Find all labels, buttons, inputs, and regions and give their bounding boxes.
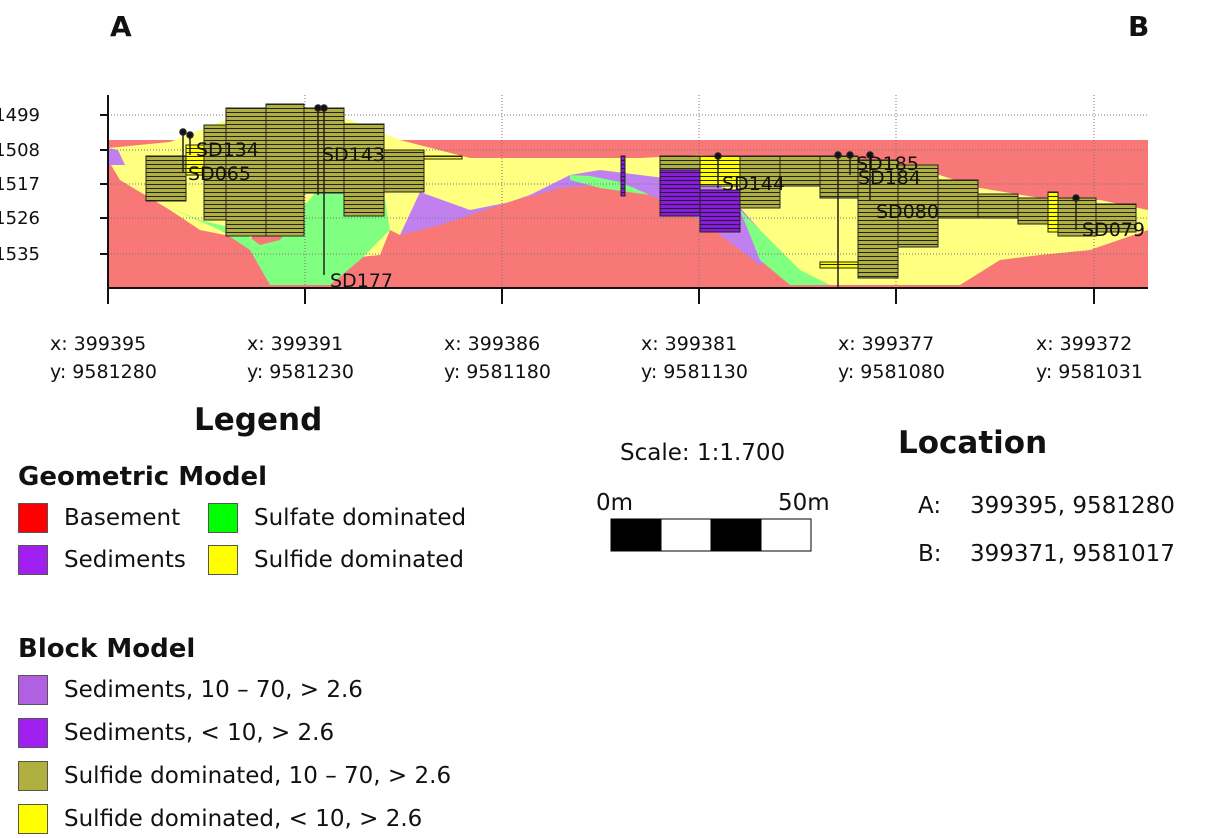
- scale-bar: [610, 518, 812, 552]
- legend-title: Legend: [194, 402, 323, 438]
- section-start-label: A: [110, 10, 132, 43]
- sediment-unit-edge: [108, 148, 125, 165]
- legend-item-block: Sulfide dominated, < 10, > 2.6: [18, 804, 422, 834]
- scale-end-label: 50m: [778, 490, 830, 516]
- sulfate-unit-3: [740, 210, 830, 285]
- coordinate-tick: x: 399391 y: 9581230: [247, 330, 354, 386]
- section-end-label: B: [1128, 10, 1150, 43]
- legend-item-sediments: Sediments: [18, 545, 186, 575]
- coordinate-tick: x: 399381 y: 9581130: [641, 330, 748, 386]
- block-model: [145, 103, 1137, 279]
- legend-item-block: Sediments, < 10, > 2.6: [18, 718, 334, 748]
- coordinate-tick-x: x: 399381: [641, 333, 738, 355]
- coordinate-tick-y: y: 9581230: [247, 361, 354, 383]
- coordinate-tick-y: y: 9581180: [444, 361, 551, 383]
- drillhole-label-sd080: SD080: [876, 201, 939, 223]
- sulfide-swatch: [208, 545, 238, 575]
- legend-item-label: Sulfide dominated: [254, 547, 465, 573]
- legend-item-label: Sulfide dominated, < 10, > 2.6: [64, 806, 423, 832]
- coordinate-tick-x: x: 399395: [50, 333, 147, 355]
- drillhole-traces: [179, 104, 1080, 288]
- cross-section-diagram: SD134 SD065 SD143 SD177 SD144 SD185 SD18…: [0, 95, 1148, 304]
- location-title: Location: [898, 425, 1048, 461]
- coordinate-tick-y: y: 9581130: [641, 361, 748, 383]
- sulfate-unit: [170, 188, 390, 285]
- sediments-swatch: [18, 545, 48, 575]
- legend-item-block: Sulfide dominated, 10 – 70, > 2.6: [18, 761, 451, 791]
- drillhole-label-sd134: SD134: [196, 139, 259, 161]
- elevation-tick: -1517: [0, 174, 40, 195]
- legend-item-block: Sediments, 10 – 70, > 2.6: [18, 675, 363, 705]
- sulfate-swatch: [208, 503, 238, 533]
- location-key: B:: [918, 541, 942, 567]
- legend-item-label: Sulfide dominated, 10 – 70, > 2.6: [64, 763, 452, 789]
- legend-item-label: Sediments: [64, 547, 186, 573]
- axes: [100, 95, 1148, 304]
- coordinate-tick-x: x: 399372: [1036, 333, 1133, 355]
- legend-item-sulfide: Sulfide dominated: [208, 545, 464, 575]
- drillhole-label-sd065: SD065: [188, 163, 251, 185]
- sulfate-unit-2: [570, 175, 650, 195]
- location-point-b: B: 399371, 9581017: [918, 541, 1175, 567]
- drillhole-label-sd185: SD185: [856, 153, 919, 175]
- legend-item-label: Sediments, < 10, > 2.6: [64, 720, 335, 746]
- coordinate-tick: x: 399395 y: 9581280: [50, 330, 157, 386]
- legend-item-basement: Basement: [18, 503, 180, 533]
- legend-item-label: Basement: [64, 505, 181, 531]
- location-value: 399371, 9581017: [970, 541, 1175, 567]
- block-sediments-mid-swatch: [18, 675, 48, 705]
- legend-item-label: Sulfate dominated: [254, 505, 467, 531]
- legend-item-sulfate: Sulfate dominated: [208, 503, 466, 533]
- block-sulfide-mid-swatch: [18, 761, 48, 791]
- elevation-tick: -1508: [0, 140, 40, 161]
- scale-start-label: 0m: [596, 490, 634, 516]
- elevation-tick: -1535: [0, 244, 40, 265]
- drillhole-label-sd144: SD144: [722, 173, 785, 195]
- coordinate-tick: x: 399377 y: 9581080: [838, 330, 945, 386]
- coordinate-tick-x: x: 399377: [838, 333, 935, 355]
- geometric-model-title: Geometric Model: [18, 462, 268, 492]
- basement-swatch: [18, 503, 48, 533]
- coordinate-tick-y: y: 9581280: [50, 361, 157, 383]
- drillhole-label-sd079: SD079: [1082, 219, 1145, 241]
- elevation-tick: -1499: [0, 105, 40, 126]
- block-model-title: Block Model: [18, 634, 196, 664]
- coordinate-tick: x: 399372 y: 9581031: [1036, 330, 1143, 386]
- block-sulfide-low-swatch: [18, 804, 48, 834]
- coordinate-tick-x: x: 399391: [247, 333, 344, 355]
- coordinate-tick: x: 399386 y: 9581180: [444, 330, 551, 386]
- location-point-a: A: 399395, 9581280: [918, 493, 1175, 519]
- drillhole-label-sd143: SD143: [322, 144, 385, 166]
- location-key: A:: [918, 493, 942, 519]
- drillhole-labels: SD134 SD065 SD143 SD177 SD144 SD185 SD18…: [188, 139, 1145, 292]
- coordinate-tick-y: y: 9581031: [1036, 361, 1143, 383]
- elevation-tick: -1526: [0, 208, 40, 229]
- legend-item-label: Sediments, 10 – 70, > 2.6: [64, 677, 363, 703]
- coordinate-tick-x: x: 399386: [444, 333, 541, 355]
- drillhole-label-sd184: SD184: [858, 167, 921, 189]
- elevation-tick-labels: -1499 -1508 -1517 -1526 -1535: [0, 105, 40, 265]
- drillhole-label-sd177: SD177: [330, 270, 393, 292]
- coordinate-tick-y: y: 9581080: [838, 361, 945, 383]
- block-sediments-low-swatch: [18, 718, 48, 748]
- scale-label: Scale: 1:1.700: [620, 440, 786, 466]
- location-value: 399395, 9581280: [970, 493, 1175, 519]
